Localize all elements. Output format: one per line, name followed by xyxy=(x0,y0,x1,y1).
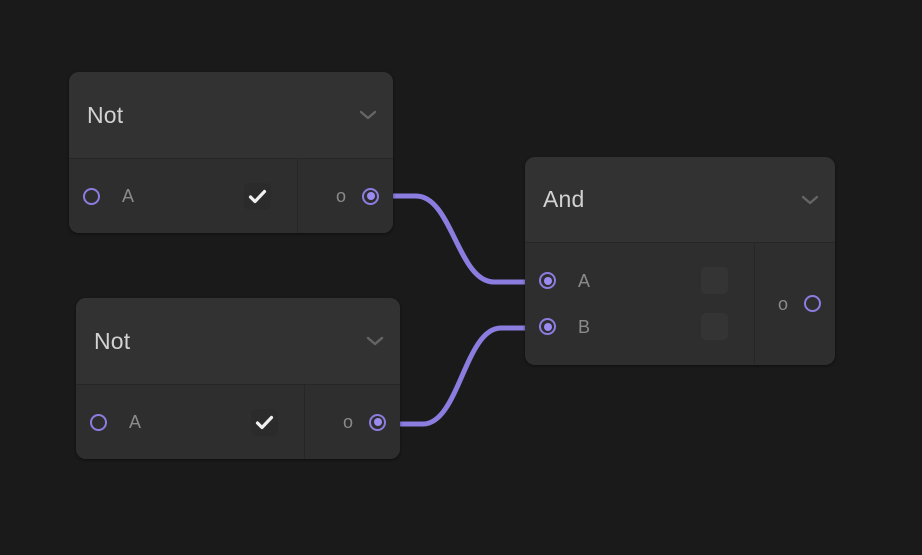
node-inputs-column: A xyxy=(76,385,305,459)
input-port-row[interactable]: A xyxy=(69,173,297,219)
node-header[interactable]: And xyxy=(525,157,835,243)
input-checkbox[interactable] xyxy=(251,408,278,436)
input-port-label: A xyxy=(578,270,591,291)
node-outputs-column: o xyxy=(755,243,835,364)
input-socket[interactable] xyxy=(539,272,556,289)
input-port-label: A xyxy=(129,412,142,432)
input-socket[interactable] xyxy=(539,318,556,335)
input-socket[interactable] xyxy=(90,413,107,431)
node-title: Not xyxy=(94,327,131,354)
input-port-row[interactable]: A xyxy=(525,258,754,304)
node-not-2[interactable]: Not A xyxy=(76,298,400,459)
node-header[interactable]: Not xyxy=(69,72,393,159)
input-checkbox[interactable] xyxy=(701,267,728,294)
output-socket[interactable] xyxy=(362,187,379,205)
connection-wire[interactable] xyxy=(381,193,538,285)
output-port-label: o xyxy=(777,293,788,314)
node-not-1[interactable]: Not A xyxy=(69,72,393,233)
input-port-label: B xyxy=(578,316,591,337)
input-port-label: A xyxy=(122,186,135,206)
node-title: And xyxy=(543,186,585,212)
chevron-down-icon[interactable] xyxy=(359,109,377,121)
node-body: A B xyxy=(525,243,835,364)
node-outputs-column: o xyxy=(305,385,400,459)
output-port-row[interactable]: o xyxy=(305,399,400,445)
output-port-row[interactable]: o xyxy=(755,281,835,327)
output-port-label: o xyxy=(335,186,346,206)
connection-wire[interactable] xyxy=(388,325,539,427)
node-outputs-column: o xyxy=(298,159,393,233)
node-title: Not xyxy=(87,101,124,128)
output-port-label: o xyxy=(342,412,353,432)
node-and[interactable]: And A B xyxy=(525,157,835,365)
chevron-down-icon[interactable] xyxy=(801,194,819,206)
output-socket[interactable] xyxy=(804,295,821,312)
input-checkbox[interactable] xyxy=(244,182,271,210)
input-port-row[interactable]: B xyxy=(525,304,754,350)
node-body: A o xyxy=(76,385,400,459)
node-inputs-column: A B xyxy=(525,243,755,364)
node-inputs-column: A xyxy=(69,159,298,233)
output-socket[interactable] xyxy=(369,413,386,431)
node-body: A o xyxy=(69,159,393,233)
input-port-row[interactable]: A xyxy=(76,399,304,445)
output-port-row[interactable]: o xyxy=(298,173,393,219)
input-socket[interactable] xyxy=(83,187,100,205)
node-header[interactable]: Not xyxy=(76,298,400,385)
input-checkbox[interactable] xyxy=(701,313,728,340)
chevron-down-icon[interactable] xyxy=(366,335,384,347)
